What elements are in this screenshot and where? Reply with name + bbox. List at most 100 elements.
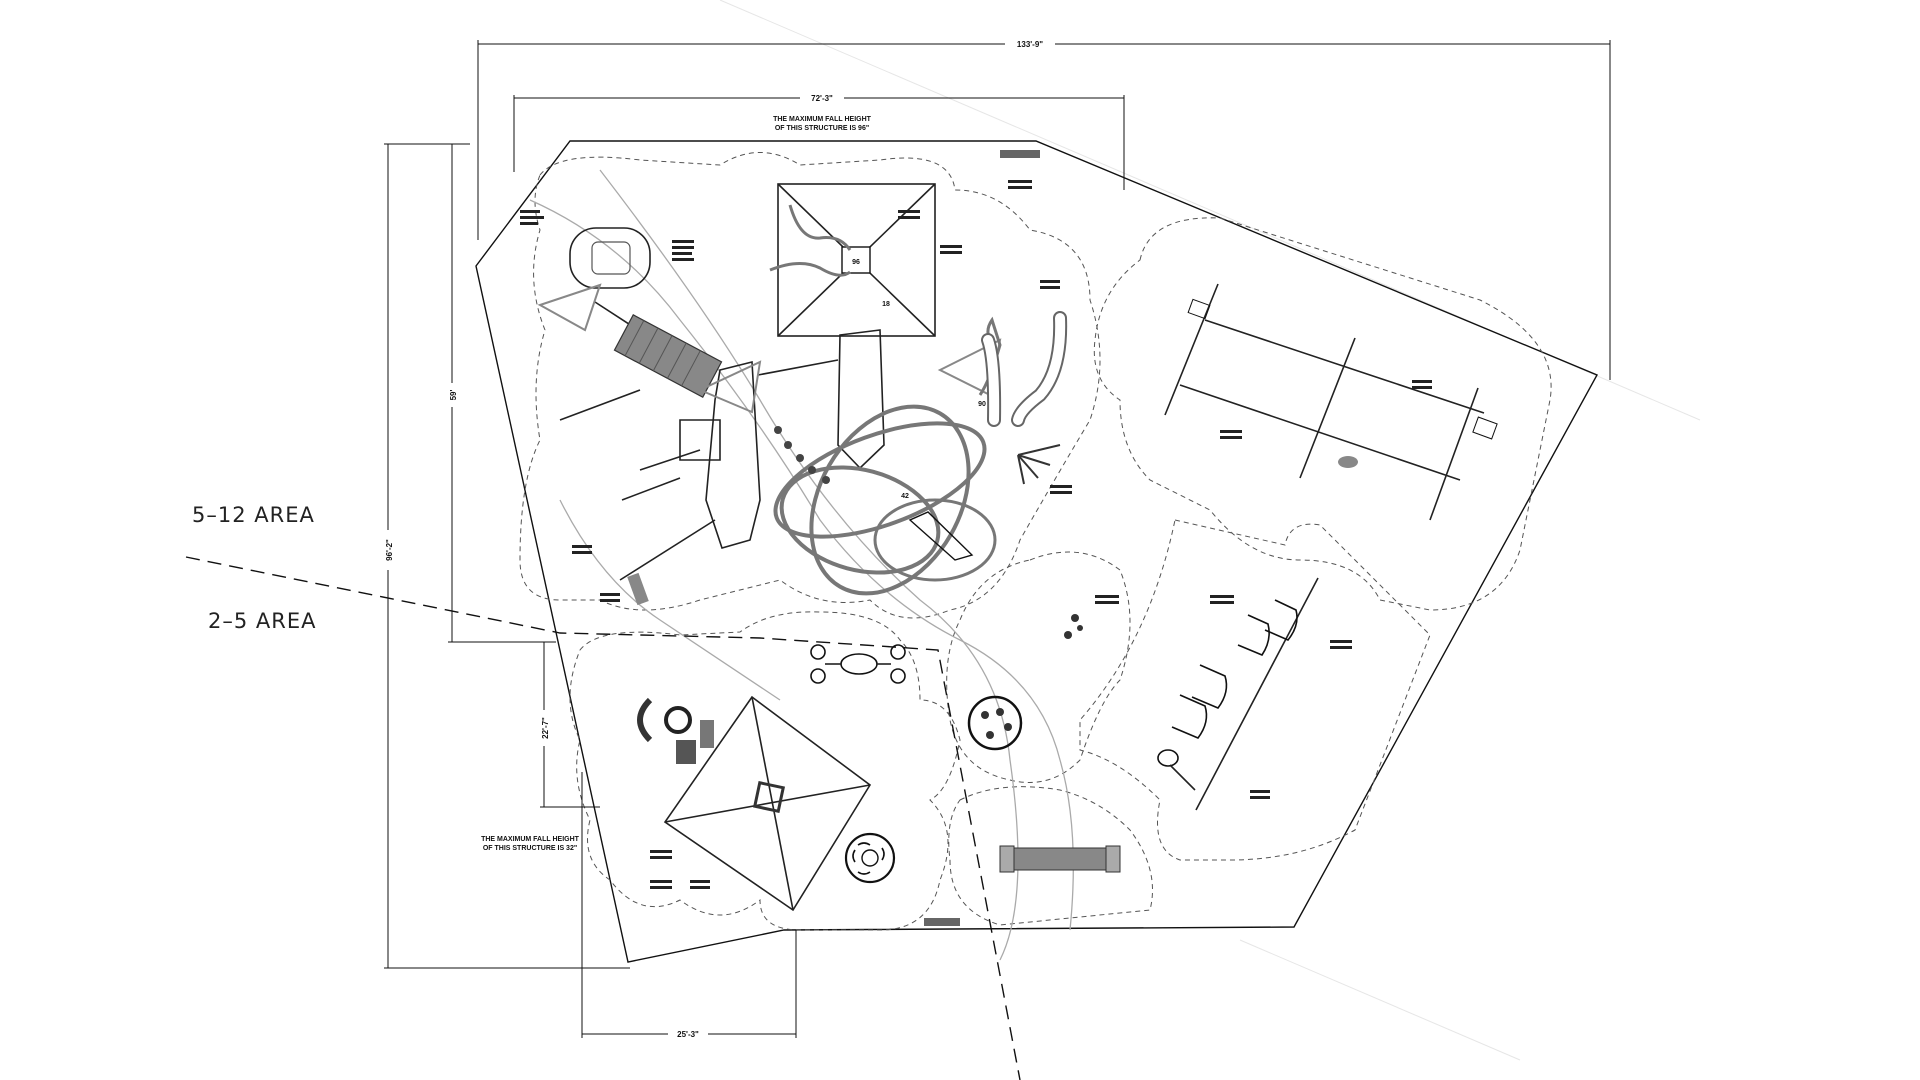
swing-leg	[1164, 283, 1219, 416]
toddler-deck	[752, 780, 786, 814]
callout-block	[600, 593, 620, 596]
callout-block	[672, 252, 692, 255]
seesaw-seat	[810, 644, 826, 660]
tube-slide-inner	[983, 335, 1000, 425]
callout-block	[1330, 646, 1352, 649]
spinner-disc	[844, 832, 896, 884]
bridge	[559, 389, 641, 421]
site-boundary	[475, 140, 1598, 963]
dim-text-bg	[800, 92, 844, 104]
swing-center-leg	[1299, 337, 1356, 479]
callout-block	[1040, 280, 1060, 283]
lower-height-dim: 22'-7"	[541, 717, 550, 739]
structure-width-dim: 72'-3"	[811, 94, 833, 103]
swing-seat	[1338, 456, 1358, 468]
callout-block	[1220, 436, 1242, 439]
belt-seat	[1191, 664, 1228, 709]
deck-tower	[841, 246, 871, 274]
spring-rider	[1064, 631, 1072, 639]
net-rung	[624, 320, 645, 357]
toddler-panel	[664, 706, 692, 734]
callout-block	[1095, 595, 1119, 598]
accessible-path	[599, 169, 1019, 961]
callout-block	[650, 886, 672, 889]
spinner-handle	[852, 842, 885, 875]
spider-climber	[697, 360, 762, 414]
seesaw-seat	[810, 668, 826, 684]
construction-line	[1239, 939, 1521, 1061]
net-rung	[666, 342, 687, 379]
belt-seat	[1237, 614, 1270, 656]
callout-block	[1050, 485, 1072, 488]
toddler-play-structure	[637, 695, 872, 912]
chain-climber-node	[822, 476, 830, 484]
callout-block	[672, 258, 694, 261]
loop-climber	[809, 404, 971, 596]
toddler-steps	[676, 740, 696, 764]
callout-block	[690, 886, 710, 889]
tube-slide-inner	[1013, 313, 1066, 425]
swing-leg	[1429, 387, 1479, 521]
callout-block	[1095, 601, 1119, 604]
spiral-stair	[1017, 444, 1061, 485]
spring-rider	[1071, 614, 1079, 622]
ramp	[639, 449, 701, 471]
callout-block	[1210, 595, 1234, 598]
net-rung	[681, 350, 701, 387]
lower-area-label: 2–5 AREA	[208, 609, 317, 633]
deck-height-label: 42	[901, 493, 909, 500]
upper-area-label: 5–12 AREA	[192, 503, 315, 527]
dome-hole	[981, 711, 989, 719]
lower-use-zone-boundary	[569, 611, 961, 931]
callout-block	[1000, 150, 1040, 158]
callout-block	[650, 850, 672, 853]
seesaw	[810, 644, 906, 684]
callout-block	[1412, 380, 1432, 383]
dim-text-bg	[536, 710, 552, 746]
callout-block	[1250, 790, 1270, 793]
net-rung	[652, 335, 673, 372]
log-roller-end	[999, 845, 1015, 873]
swing-beam	[1179, 384, 1461, 481]
seesaw-seat	[890, 668, 906, 684]
callout-block	[520, 210, 540, 213]
dim-text-bg	[668, 1028, 708, 1040]
callout-block	[1008, 180, 1032, 183]
overall-width-dim: 133'-9"	[1017, 40, 1043, 49]
callout-block	[1220, 430, 1242, 433]
spinner-use-zone-boundary	[948, 786, 1153, 926]
loop-climber	[773, 421, 987, 539]
deck-height-label: 90	[978, 401, 986, 408]
swing-end-plate	[1187, 298, 1211, 320]
dim-text-bg	[1005, 38, 1055, 50]
ramp	[621, 477, 681, 501]
center-equipment	[967, 614, 1083, 751]
chain-climber-node	[796, 454, 804, 462]
hex-deck-walkway	[837, 329, 885, 470]
roof-canopy	[777, 183, 936, 337]
dim-text-bg	[444, 383, 460, 407]
swing-use-zone-boundary	[1093, 217, 1552, 611]
callout-block	[650, 880, 672, 883]
swing-end-plate	[1472, 416, 1498, 440]
chain-climber-node	[774, 426, 782, 434]
log-roller-end	[1105, 845, 1121, 873]
dome-hole	[996, 708, 1004, 716]
callout-block	[1330, 640, 1352, 643]
hex-deck-walkway	[705, 360, 761, 549]
fall-height-note-lower: THE MAXIMUM FALL HEIGHT	[481, 836, 580, 843]
callout-block	[940, 245, 962, 248]
chain-climber-node	[808, 466, 816, 474]
spinner	[844, 832, 896, 884]
roof-ridge	[664, 784, 871, 823]
dome-hole	[986, 731, 994, 739]
seesaw-seat	[890, 644, 906, 660]
loop-climber	[873, 498, 997, 582]
bridge	[757, 359, 839, 376]
dim-text-bg	[380, 530, 396, 570]
bay-swing-set	[1157, 577, 1319, 811]
panel	[627, 572, 649, 606]
swing-leg	[1169, 764, 1196, 791]
callout-block	[924, 918, 960, 926]
net-climber-frame	[613, 314, 723, 398]
